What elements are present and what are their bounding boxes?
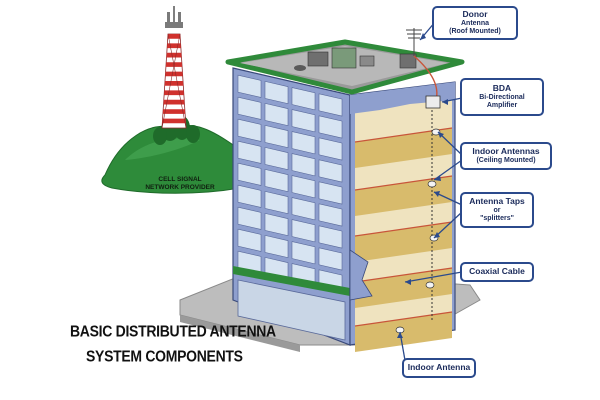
window-pane (291, 241, 316, 265)
donor-line3: (Roof Mounted) (449, 27, 501, 35)
ceiling-cable (354, 221, 453, 237)
callout-indoor-antennas: Indoor Antennas (Ceiling Mounted) (460, 142, 552, 170)
window-pane (237, 228, 262, 252)
front-green-band (233, 266, 350, 296)
side-wall-lower-left (349, 249, 373, 301)
window-pane (237, 162, 262, 186)
antenna-dome (425, 281, 435, 289)
window-pane (318, 137, 343, 161)
window-pane (318, 225, 343, 249)
tower-stripe (162, 109, 186, 114)
indoor-ceiling-line1: Indoor Antennas (472, 146, 540, 157)
donor-line2: Antenna (461, 19, 489, 27)
window-pane (318, 181, 343, 205)
taps-line2: or (493, 206, 501, 214)
antenna-dome (427, 180, 437, 188)
window-pane (237, 74, 262, 98)
provider-label: CELL SIGNAL NETWORK PROVIDER (130, 176, 230, 192)
title-line1: BASIC DISTRIBUTED ANTENNA (70, 321, 276, 340)
indoor-line1: Indoor Antenna (407, 362, 471, 373)
window-pane (237, 118, 262, 142)
window-pane (291, 131, 316, 155)
storefront (237, 279, 346, 341)
callout-antenna-taps: Antenna Taps or "splitters" (460, 192, 534, 228)
tower-stripe (165, 71, 183, 77)
tower-stripe (167, 43, 181, 49)
window-pane (264, 168, 289, 193)
rooftop-units (294, 47, 417, 71)
window-pane (264, 212, 289, 237)
front-windows (237, 74, 346, 341)
cell-tower (161, 6, 187, 129)
bda-line3: Amplifier (486, 101, 518, 109)
window-pane (318, 203, 343, 227)
window-pane (237, 184, 262, 208)
window-pane (264, 190, 289, 215)
floor-plate (355, 176, 452, 216)
window-pane (318, 247, 343, 271)
window-pane (237, 96, 262, 120)
window-pane (264, 146, 289, 171)
tower-stripe (163, 99, 185, 105)
window-pane (291, 153, 316, 177)
callout-coaxial-cable: Coaxial Cable (460, 262, 534, 282)
floor-plate (355, 222, 452, 262)
window-pane (264, 102, 289, 127)
floor-plate (355, 128, 452, 168)
window-pane (264, 80, 289, 105)
coax-line1: Coaxial Cable (469, 266, 525, 277)
hill-highlight (125, 138, 200, 160)
donor-antenna (406, 28, 422, 56)
leader-arrowheads (397, 33, 448, 338)
window-pane (291, 87, 316, 111)
tower-stripe (166, 52, 182, 58)
tower-stripe (162, 118, 186, 124)
window-pane (237, 206, 262, 230)
side-wall-top (350, 82, 455, 114)
provider-label-line1: CELL SIGNAL (158, 176, 202, 183)
provider-label-line2: NETWORK PROVIDER (145, 184, 215, 192)
ceiling-cable (354, 311, 453, 327)
callout-bda: BDA Bi-Directional Amplifier (460, 78, 544, 116)
diagram-title: BASIC DISTRIBUTED ANTENNA SYSTEM COMPONE… (70, 318, 280, 369)
window-pane (318, 159, 343, 183)
callout-donor-antenna: Donor Antenna (Roof Mounted) (432, 6, 518, 40)
tower-stripe (167, 34, 181, 39)
ceiling-cable (354, 267, 453, 283)
title-line2: SYSTEM COMPONENTS (86, 347, 243, 366)
tower-stripe (164, 81, 184, 86)
window-pane (318, 115, 343, 139)
antenna-dome (431, 128, 441, 136)
window-pane (291, 197, 316, 221)
bda-unit (425, 95, 441, 109)
callout-indoor-antenna: Indoor Antenna (402, 358, 476, 378)
taps-line1: Antenna Taps (469, 196, 525, 207)
bda-line1: BDA (492, 83, 512, 94)
taps-line3: "splitters" (480, 214, 514, 222)
window-pane (291, 175, 316, 199)
ground-plaza-shade (180, 315, 300, 352)
window-pane (264, 124, 289, 149)
bda-line2: Bi-Directional (479, 93, 525, 101)
window-pane (237, 140, 262, 164)
window-pane (291, 109, 316, 133)
window-pane (291, 219, 316, 243)
window-pane (318, 93, 343, 117)
indoor-ceiling-line2: (Ceiling Mounted) (476, 156, 536, 164)
window-pane (264, 234, 289, 259)
tower-stripe (164, 90, 184, 96)
donor-line1: Donor (462, 9, 488, 20)
